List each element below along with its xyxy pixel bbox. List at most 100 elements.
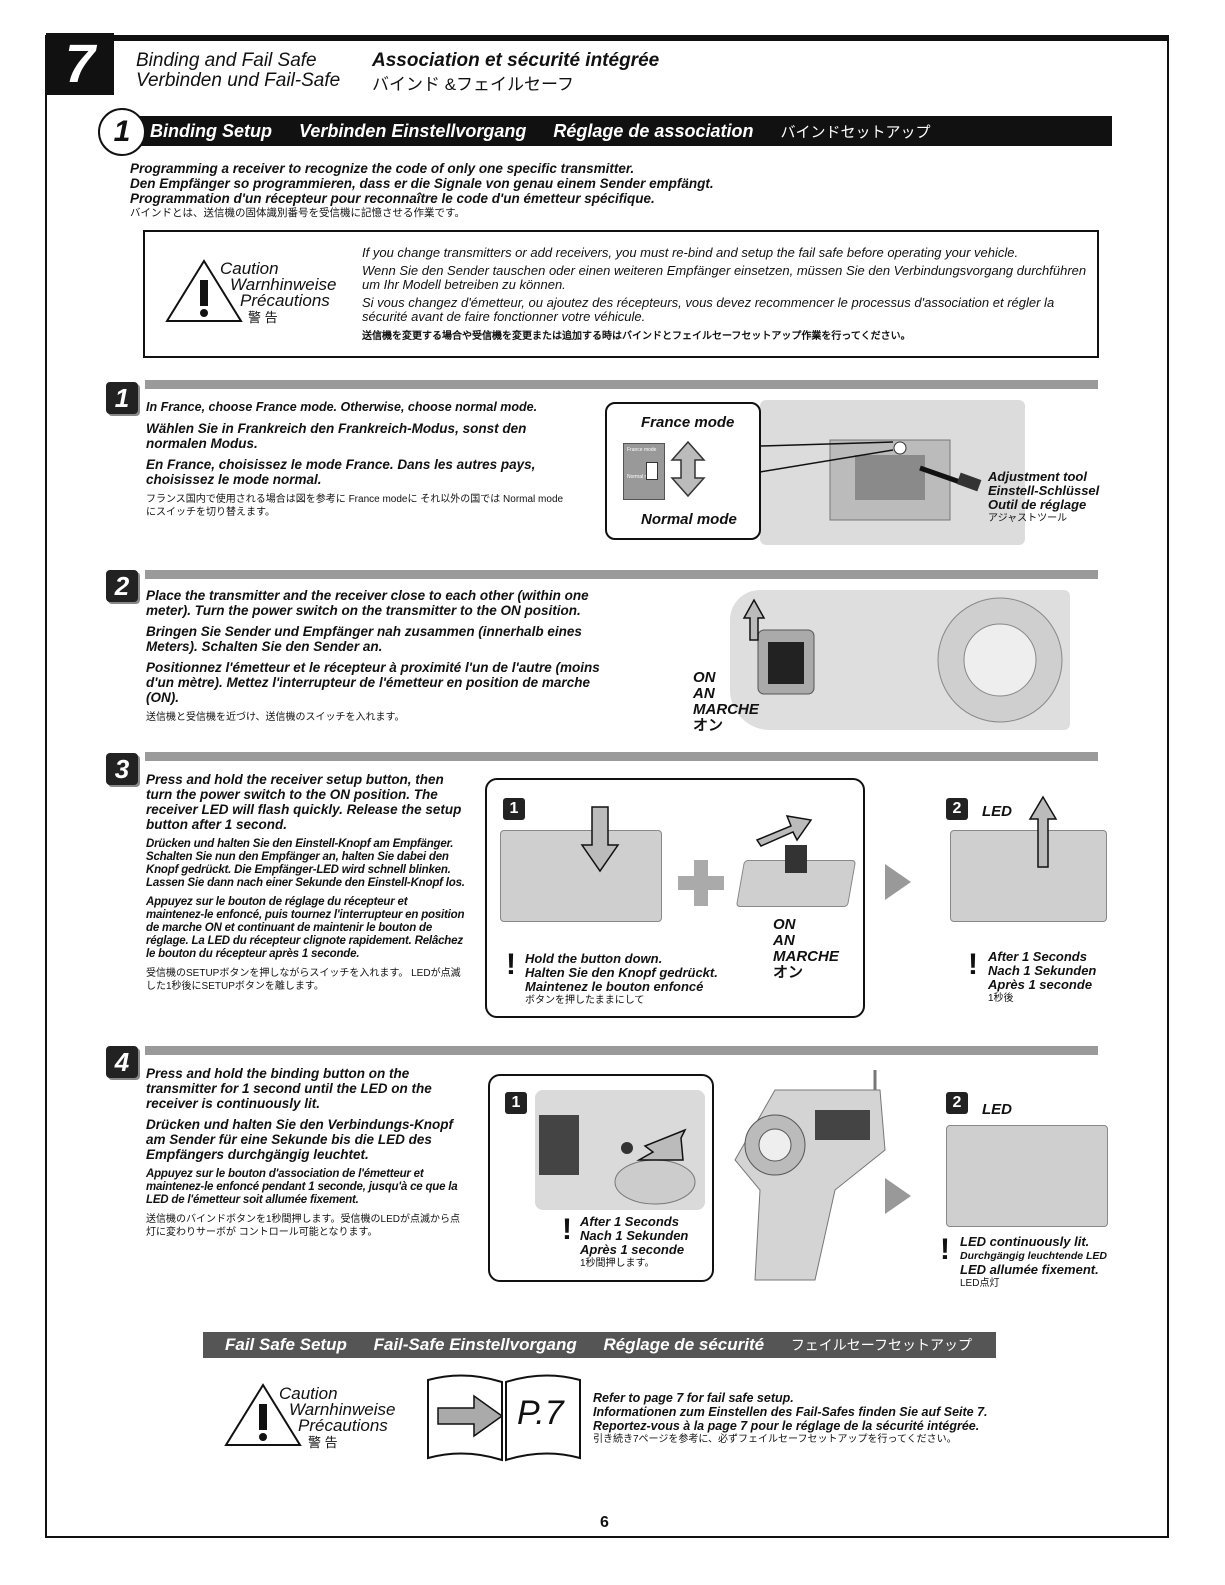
- step-3-de: Drücken und halten Sie den Einstell-Knop…: [146, 838, 465, 889]
- fs-bar-jp: フェイルセーフセットアップ: [790, 1337, 972, 1353]
- step-2-en: Place the transmitter and the receiver c…: [146, 588, 589, 618]
- section-number: 1: [98, 108, 146, 156]
- intro-de: Den Empfänger so programmieren, dass er …: [130, 176, 714, 191]
- after-fr: Après 1 seconde: [988, 977, 1093, 992]
- step-4-divider: [145, 1046, 1098, 1055]
- caution-box: [143, 230, 1099, 358]
- on-label-fr: MARCHE: [693, 701, 759, 718]
- receiver-lit-illustration: [946, 1125, 1108, 1227]
- step-4-sub2-badge: 2: [946, 1092, 968, 1114]
- page-number: 6: [600, 1514, 609, 1531]
- lit-jp: LED点灯: [960, 1278, 1000, 1289]
- on-label-de: AN: [693, 685, 715, 702]
- s4-after-jp: 1秒間押します。: [580, 1258, 655, 1269]
- step-3-sub1-badge: 1: [503, 798, 525, 820]
- s4-after-fr: Après 1 seconde: [580, 1242, 685, 1257]
- after-en: After 1 Seconds: [988, 949, 1087, 964]
- intro-en: Programming a receiver to recognize the …: [130, 161, 635, 176]
- step-2-jp: 送信機と受信機を近づけ、送信機のスイッチを入れます。: [146, 712, 405, 723]
- adjustment-tool-labels: Adjustment tool Einstell-Schlüssel Outil…: [988, 470, 1099, 526]
- lit-de: Durchgängig leuchtende LED: [960, 1250, 1108, 1262]
- release-up-arrow-icon: [1028, 795, 1058, 868]
- chapter-number: 7: [46, 33, 114, 95]
- caution-text: If you change transmitters or add receiv…: [362, 246, 1092, 344]
- step-2-text: Place the transmitter and the receiver c…: [146, 588, 618, 730]
- page-reference[interactable]: P.7: [517, 1394, 564, 1432]
- lit-fr: LED allumée fixement.: [960, 1262, 1099, 1277]
- fs-warning-triangle-icon: [224, 1383, 302, 1446]
- step-3-number: 3: [106, 753, 138, 785]
- step-2-divider: [145, 570, 1098, 579]
- bar-label-en: Binding Setup: [150, 121, 272, 141]
- warning-triangle-icon: [165, 259, 243, 322]
- hold-en: Hold the button down.: [525, 951, 663, 966]
- hold-fr: Maintenez le bouton enfoncé: [525, 979, 704, 994]
- chapter-title-jp: バインド &フェイルセーフ: [372, 75, 575, 94]
- step-2-on-labels: ON AN MARCHE オン: [693, 670, 759, 734]
- step-4-exclamation-icon: !: [562, 1213, 572, 1246]
- fs-caution-de: Warnhinweise: [289, 1400, 396, 1419]
- step-3-divider: [145, 752, 1098, 761]
- tool-label-jp: アジャストツール: [988, 513, 1068, 524]
- fs-bar-de: Fail-Safe Einstellvorgang: [373, 1335, 577, 1354]
- after-jp: 1秒後: [988, 993, 1014, 1004]
- step-3-jp: 受信機のSETUPボタンを押しながらスイッチを入れます。 LEDが点滅した1秒後…: [146, 968, 461, 992]
- hold-exclamation-icon: !: [506, 948, 516, 981]
- tool-label-de: Einstell-Schlüssel: [988, 483, 1100, 498]
- fail-safe-bar: Fail Safe Setup Fail-Safe Einstellvorgan…: [203, 1332, 996, 1358]
- transmitter-switch-drawing: [742, 597, 1063, 723]
- binding-setup-bar: Binding Setup Verbinden Einstellvorgang …: [138, 116, 1112, 146]
- step-3-led-label: LED: [982, 803, 1012, 820]
- step-3-text: Press and hold the receiver setup button…: [146, 772, 466, 999]
- step-4-after-notes: After 1 Seconds Nach 1 Sekunden Après 1 …: [580, 1215, 688, 1271]
- s4-after-en: After 1 Seconds: [580, 1214, 679, 1229]
- fs-text-de: Informationen zum Einstellen des Fail-Sa…: [593, 1405, 988, 1419]
- step-3-after-notes: After 1 Seconds Nach 1 Sekunden Après 1 …: [988, 950, 1096, 1006]
- fs-caution-fr: Précautions: [298, 1416, 388, 1435]
- receiver-illustration: [500, 830, 662, 922]
- lit-en: LED continuously lit.: [960, 1234, 1090, 1249]
- step-4-en: Press and hold the binding button on the…: [146, 1066, 432, 1111]
- s4-after-de: Nach 1 Sekunden: [580, 1228, 689, 1243]
- caution-label-fr: Précautions: [240, 291, 330, 310]
- fs-caution-en: Caution: [279, 1384, 338, 1403]
- step-1-text: In France, choose France mode. Otherwise…: [146, 400, 566, 525]
- tool-label-fr: Outil de réglage: [988, 497, 1087, 512]
- bar-label-de: Verbinden Einstellvorgang: [299, 121, 527, 141]
- step-3-on-fr: MARCHE: [773, 948, 839, 965]
- caution-en: If you change transmitters or add receiv…: [362, 245, 1019, 260]
- hold-de: Halten Sie den Knopf gedrückt.: [525, 965, 718, 980]
- caution-jp: 送信機を変更する場合や受信機を変更または追加する時はバインドとフェイルセーフセッ…: [362, 331, 911, 342]
- step-4-number: 4: [106, 1046, 138, 1078]
- after-exclamation-icon: !: [968, 948, 978, 981]
- switch-on-arrow-icon: [755, 815, 813, 847]
- chapter-title-de: Verbinden und Fail-Safe: [136, 70, 341, 91]
- step-2-fr: Positionnez l'émetteur et le récepteur à…: [146, 660, 600, 705]
- fs-bar-en: Fail Safe Setup: [225, 1335, 347, 1354]
- press-down-arrow-icon: [580, 806, 620, 873]
- fail-safe-text: Refer to page 7 for fail safe setup. Inf…: [593, 1391, 988, 1447]
- step-4-de: Drücken und halten Sie den Verbindungs-K…: [146, 1117, 454, 1162]
- lit-notes: LED continuously lit. Durchgängig leucht…: [960, 1235, 1107, 1291]
- switch-bottom-label: Normal mode: [627, 474, 658, 480]
- chapter-title-en: Binding and Fail Safe: [136, 50, 317, 71]
- step-4-sub1-badge: 1: [505, 1092, 527, 1114]
- plus-icon: [678, 860, 724, 906]
- chapter-title-fr: Association et sécurité intégrée: [372, 50, 660, 71]
- after-de: Nach 1 Sekunden: [988, 963, 1097, 978]
- step-3-on-jp: オン: [773, 964, 804, 981]
- bar-label-fr: Réglage de association: [553, 121, 754, 141]
- receiver-led-illustration: [950, 830, 1107, 922]
- caution-fr: Si vous changez d'émetteur, ou ajoutez d…: [362, 295, 1055, 324]
- mode-switch[interactable]: France mode Normal mode: [623, 443, 665, 500]
- caution-label-de: Warnhinweise: [230, 275, 337, 294]
- fs-bar-fr: Réglage de sécurité: [603, 1335, 765, 1354]
- fs-text-fr: Reportez-vous à la page 7 pour le réglag…: [593, 1419, 980, 1433]
- next-arrow-icon-2: [885, 1178, 911, 1214]
- step-1-divider: [145, 380, 1098, 389]
- on-label-jp: オン: [693, 717, 724, 734]
- step-4-jp: 送信機のバインドボタンを1秒間押します。受信機のLEDが点滅から点灯に変わりサー…: [146, 1214, 461, 1238]
- up-down-arrow-icon: [670, 440, 706, 498]
- france-mode-label: France mode: [641, 414, 735, 431]
- bar-label-jp: バインドセットアップ: [780, 124, 931, 141]
